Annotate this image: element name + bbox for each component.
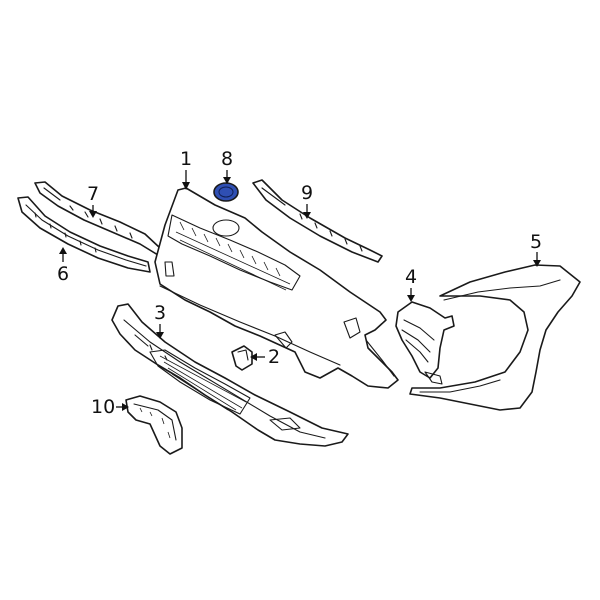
svg-text:7: 7 <box>87 183 99 205</box>
part-9-molding-strip[interactable] <box>252 179 383 263</box>
callout-8: 8 <box>221 148 233 184</box>
callout-1: 1 <box>180 148 192 190</box>
svg-text:1: 1 <box>180 148 192 170</box>
callout-5: 5 <box>530 231 542 267</box>
svg-text:3: 3 <box>154 302 166 324</box>
svg-text:9: 9 <box>301 182 313 204</box>
svg-text:2: 2 <box>268 346 280 368</box>
callout-6: 6 <box>57 247 69 285</box>
part-10-license-bracket[interactable] <box>125 395 183 455</box>
part-1-bumper-cover[interactable] <box>154 187 399 389</box>
part-5-side-panel[interactable] <box>409 264 581 411</box>
callout-10: 10 <box>91 396 129 418</box>
svg-text:10: 10 <box>91 396 115 418</box>
callout-3: 3 <box>154 302 166 339</box>
part-3-lower-grille[interactable] <box>111 303 349 447</box>
callout-4: 4 <box>405 266 417 302</box>
svg-text:6: 6 <box>57 263 69 285</box>
part-6-grille-molding[interactable] <box>17 196 151 273</box>
svg-text:5: 5 <box>530 231 542 253</box>
callout-2: 2 <box>250 346 280 368</box>
part-2-tow-hook-cover[interactable] <box>231 345 253 371</box>
part-8-emblem[interactable] <box>213 182 239 202</box>
callout-7: 7 <box>87 183 99 218</box>
callout-9: 9 <box>301 182 313 219</box>
svg-text:8: 8 <box>221 148 233 170</box>
part-4-air-guide[interactable] <box>395 301 455 385</box>
svg-text:4: 4 <box>405 266 417 288</box>
